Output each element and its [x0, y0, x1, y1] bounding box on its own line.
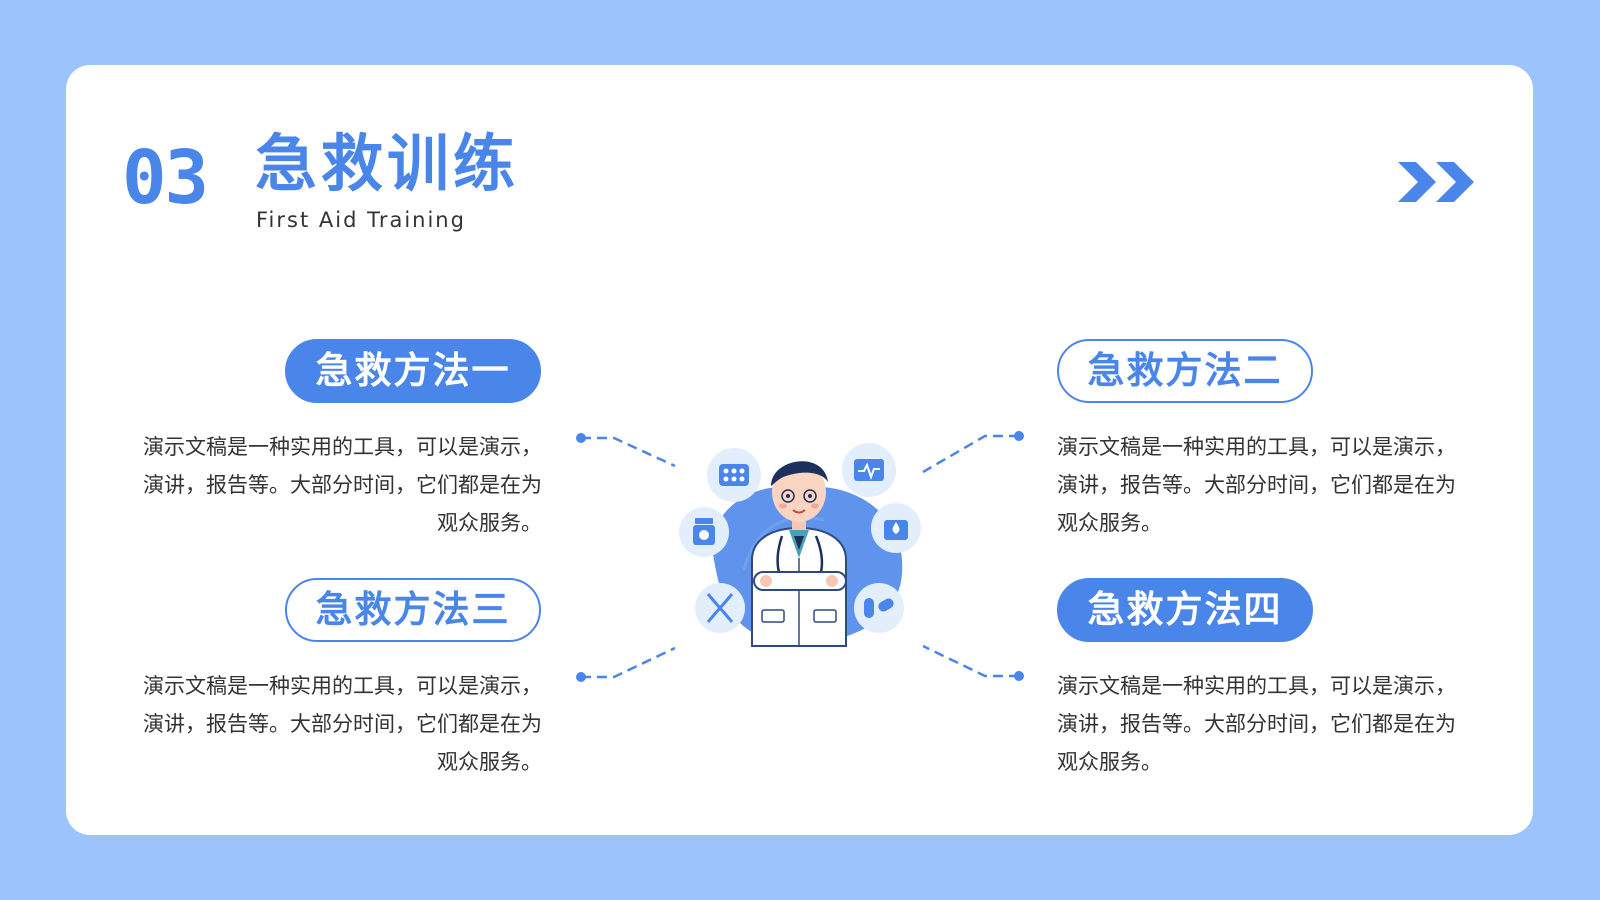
- connector-method-2: [922, 434, 1019, 474]
- doctor-illustration: [679, 443, 921, 647]
- connector-dot-4: [1014, 671, 1024, 681]
- connector-method-4: [922, 644, 1019, 678]
- method-4-description: 演示文稿是一种实用的工具，可以是演示，演讲，报告等。大部分时间，它们都是在为观众…: [1057, 674, 1456, 774]
- page-subtitle: First Aid Training: [256, 208, 466, 232]
- heart-monitor-icon: [842, 443, 896, 497]
- blood-drop-icon: [871, 503, 921, 553]
- method-2-description: 演示文稿是一种实用的工具，可以是演示，演讲，报告等。大部分时间，它们都是在为观众…: [1057, 435, 1456, 535]
- method-3-pill[interactable]: 急救方法三: [285, 578, 541, 642]
- connector-dot-1: [576, 433, 586, 443]
- pill-box-icon: [707, 448, 761, 502]
- connector-dot-3: [576, 672, 586, 682]
- connector-method-3: [581, 646, 676, 679]
- page-title: 急救训练: [255, 127, 520, 200]
- double-chevron-right-icon[interactable]: [1398, 162, 1478, 202]
- method-1-pill[interactable]: 急救方法一: [285, 339, 541, 403]
- capsule-icon: [854, 583, 904, 633]
- connector-method-1: [581, 436, 676, 468]
- content-card: [66, 65, 1533, 835]
- method-3-description: 演示文稿是一种实用的工具，可以是演示，演讲，报告等。大部分时间，它们都是在为观众…: [143, 674, 542, 774]
- connector-dot-2: [1014, 431, 1024, 441]
- method-1-description: 演示文稿是一种实用的工具，可以是演示，演讲，报告等。大部分时间，它们都是在为观众…: [143, 435, 542, 535]
- dna-icon: [695, 583, 745, 633]
- medicine-bottle-icon: [679, 507, 729, 557]
- section-number: 03: [122, 135, 209, 221]
- method-2-pill[interactable]: 急救方法二: [1057, 339, 1313, 403]
- method-4-pill[interactable]: 急救方法四: [1057, 578, 1313, 642]
